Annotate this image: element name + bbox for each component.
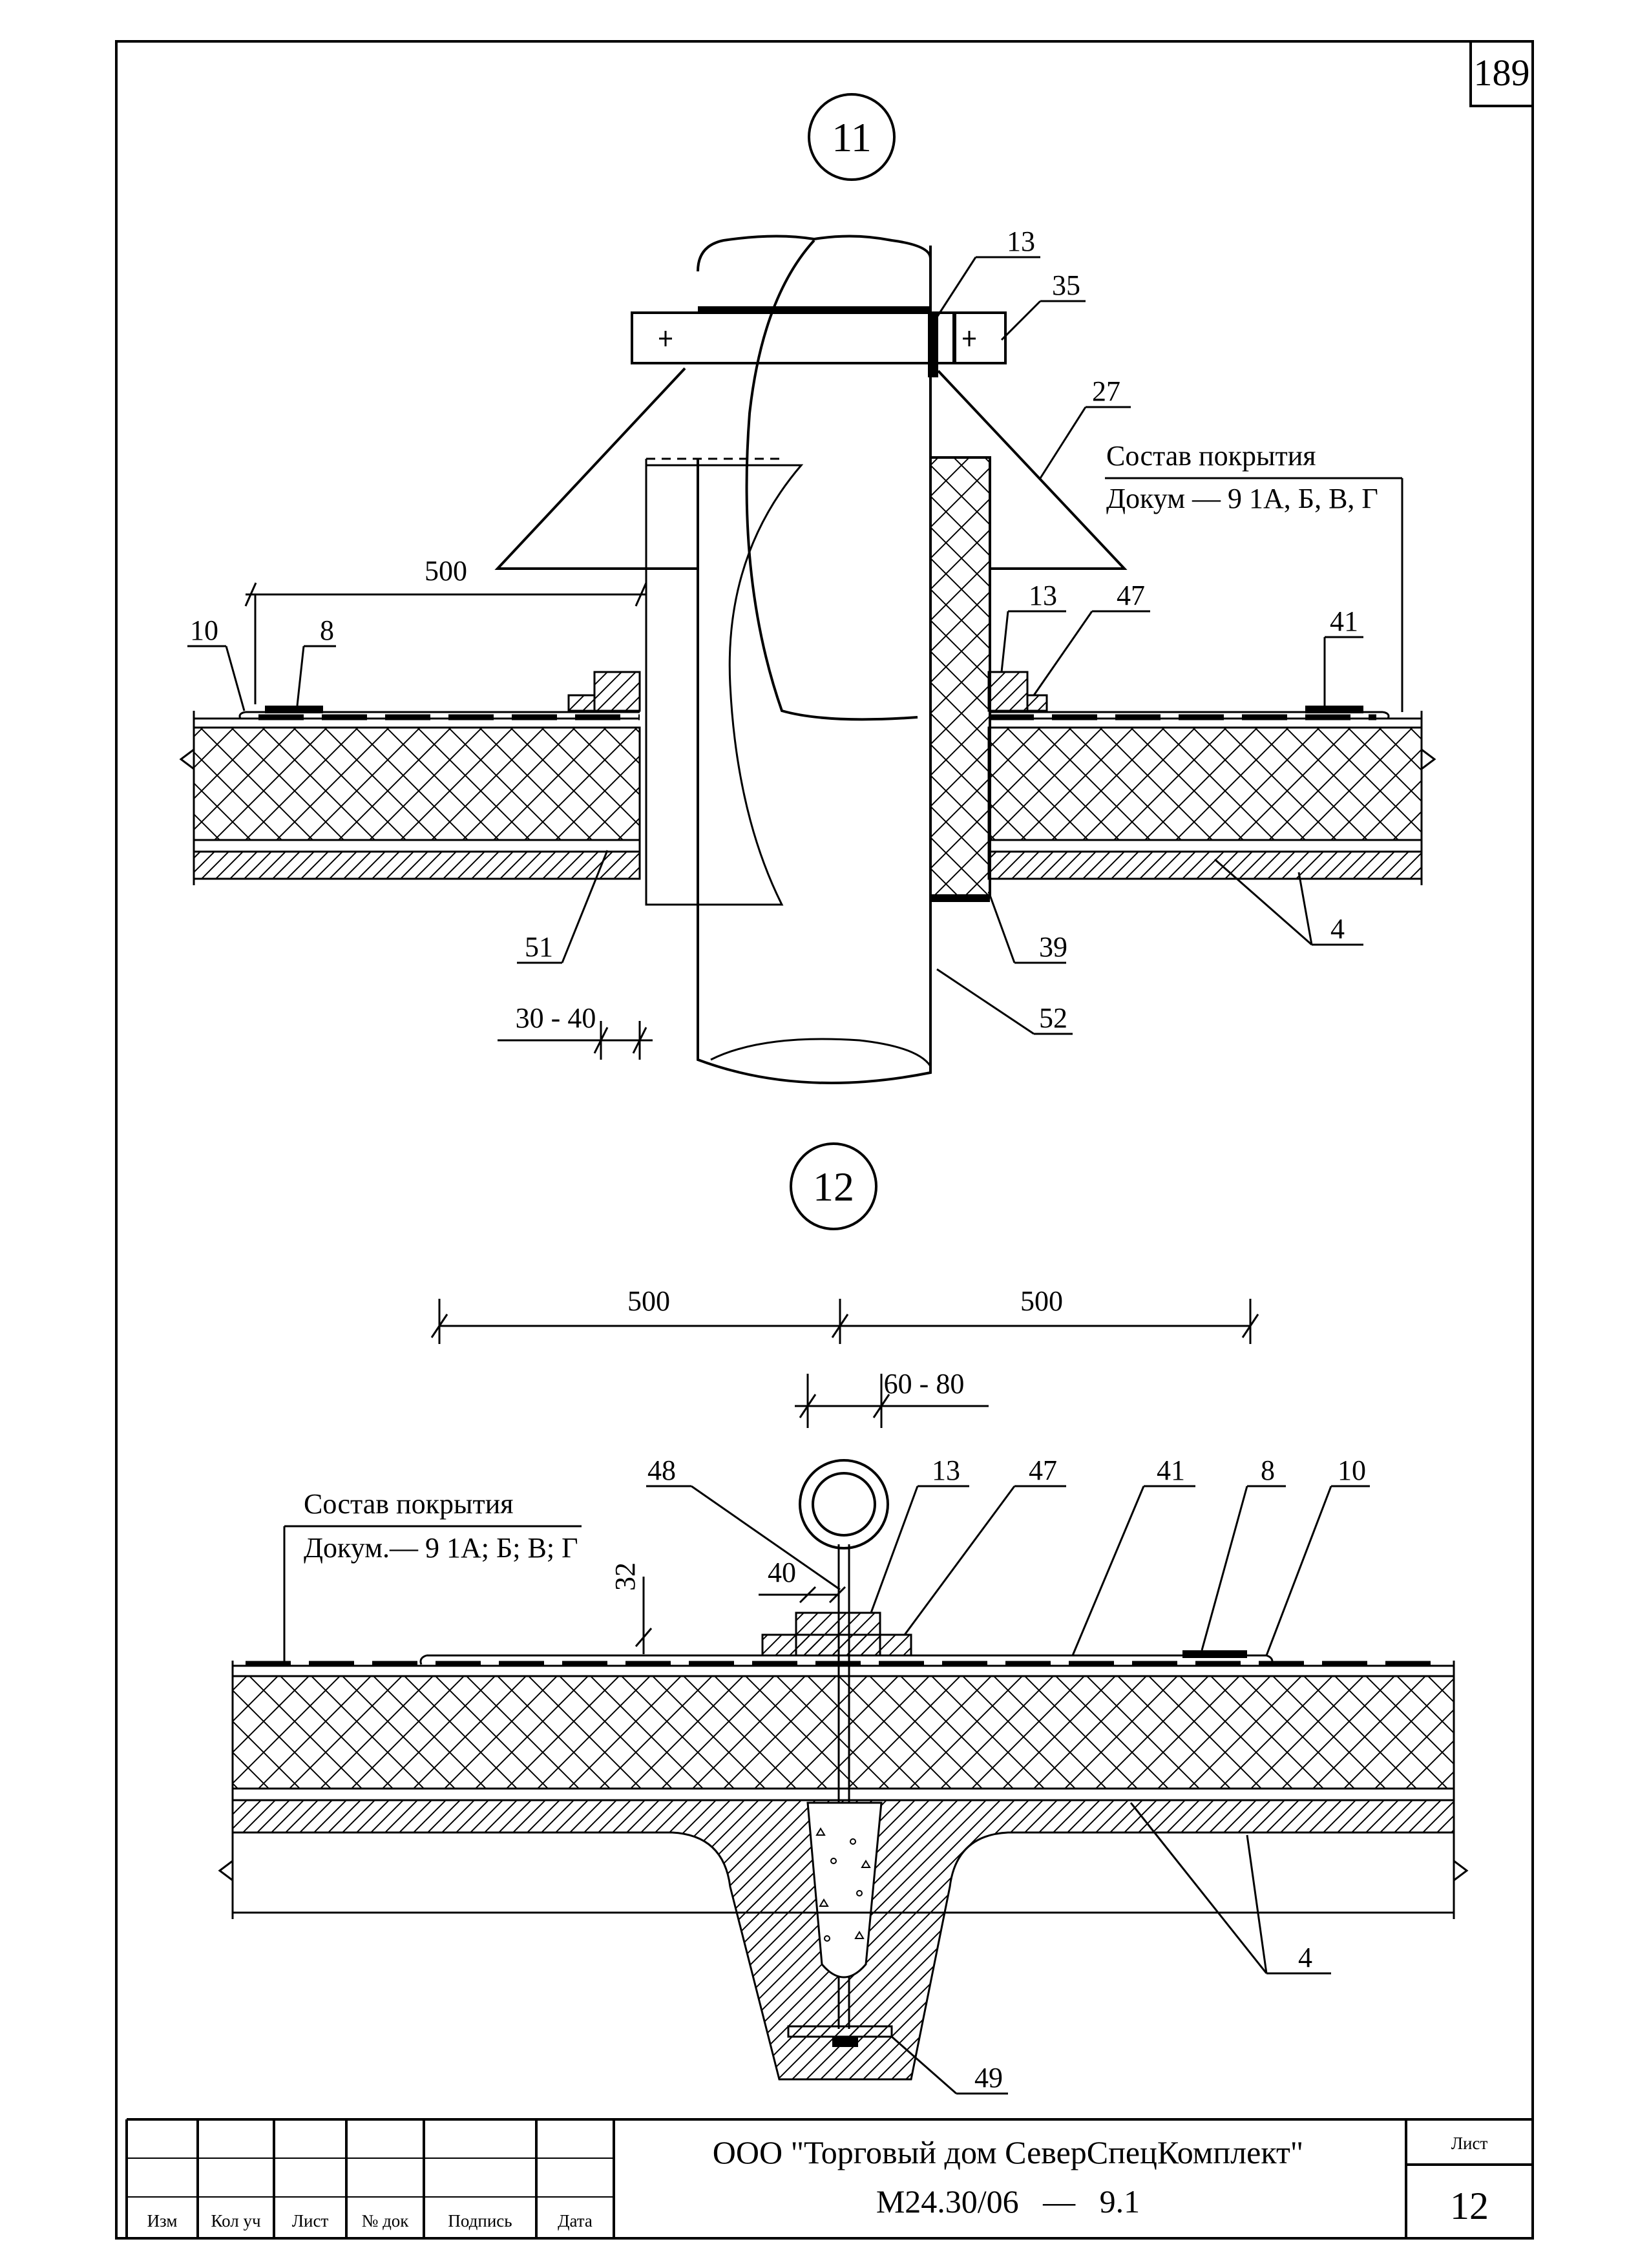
d11-composition-ref: Докум — 9 1А, Б, В, Г — [1106, 483, 1378, 514]
tb-col-doc: № док — [362, 2211, 410, 2231]
tb-col-izm: Изм — [147, 2211, 178, 2231]
d12-dim-500-left: 500 — [627, 1285, 670, 1317]
d11-callout-13-collar: 13 — [1029, 580, 1057, 611]
d12-callout-49: 49 — [974, 2062, 1003, 2094]
sheet-frame — [115, 40, 1534, 2240]
dim-500-d11: 500 — [425, 555, 467, 587]
d12-callout-41: 41 — [1157, 1454, 1185, 1486]
clamp — [631, 311, 956, 364]
deck-left — [193, 850, 641, 880]
tb-sheet-value: 12 — [1450, 2185, 1489, 2227]
d11-callout-41: 41 — [1330, 605, 1358, 637]
d12-callout-47: 47 — [1029, 1454, 1057, 1486]
page-number-box — [1469, 40, 1534, 107]
d12-callout-48: 48 — [647, 1454, 676, 1486]
tb-col-list: Лист — [292, 2211, 329, 2231]
sleeve — [929, 456, 991, 898]
d11-callout-39: 39 — [1039, 931, 1067, 963]
d12-dim-40: 40 — [768, 1557, 796, 1588]
d11-callout-10: 10 — [190, 614, 218, 646]
detail-11: 11 — [179, 93, 1436, 1084]
d12-dim-32: 32 — [609, 1562, 641, 1591]
d12-dim-500-right: 500 — [1020, 1285, 1063, 1317]
d11-callout-27: 27 — [1092, 375, 1120, 407]
title-block — [125, 2118, 1533, 2238]
deck-right — [987, 850, 1423, 880]
tb-company: ООО "Торговый дом СеверСпецКомплект" — [713, 2134, 1303, 2170]
tb-col-kol-uch: Кол уч — [211, 2211, 260, 2231]
d12-callout-8: 8 — [1261, 1454, 1275, 1486]
insulation-right — [987, 726, 1423, 841]
tb-sheet-label: Лист — [1451, 2134, 1488, 2153]
page-number: 189 — [1474, 52, 1530, 94]
detail-11-marker: 11 — [832, 114, 872, 160]
d11-callout-13-top: 13 — [1007, 226, 1035, 257]
d12-callout-13: 13 — [932, 1454, 960, 1486]
d12-composition-label: Состав покрытия — [304, 1488, 514, 1520]
tb-col-signature: Подпись — [448, 2211, 512, 2231]
d12-callout-4: 4 — [1298, 1942, 1312, 1973]
tb-code: М24.30/06 — 9.1 — [876, 2183, 1140, 2220]
d11-callout-35: 35 — [1052, 269, 1080, 301]
insulation-left — [193, 726, 641, 841]
d12-insulation — [231, 1675, 1455, 1790]
d12-callout-10: 10 — [1338, 1454, 1366, 1486]
dim-30-40: 30 - 40 — [516, 1002, 596, 1034]
d12-dim-60-80: 60 - 80 — [884, 1368, 965, 1400]
d11-composition-label: Состав покрытия — [1106, 440, 1316, 472]
detail-12: 12 500 500 60 - 80 — [218, 1142, 1469, 2095]
d11-callout-51: 51 — [525, 931, 553, 963]
d11-callout-4: 4 — [1330, 913, 1345, 945]
tb-col-date: Дата — [558, 2211, 593, 2231]
d11-callout-47: 47 — [1117, 580, 1145, 611]
detail-12-marker: 12 — [813, 1164, 854, 1210]
d12-composition-ref: Докум.— 9 1А; Б; В; Г — [304, 1532, 578, 1564]
d11-callout-52: 52 — [1039, 1002, 1067, 1034]
d11-callout-8: 8 — [320, 614, 334, 646]
